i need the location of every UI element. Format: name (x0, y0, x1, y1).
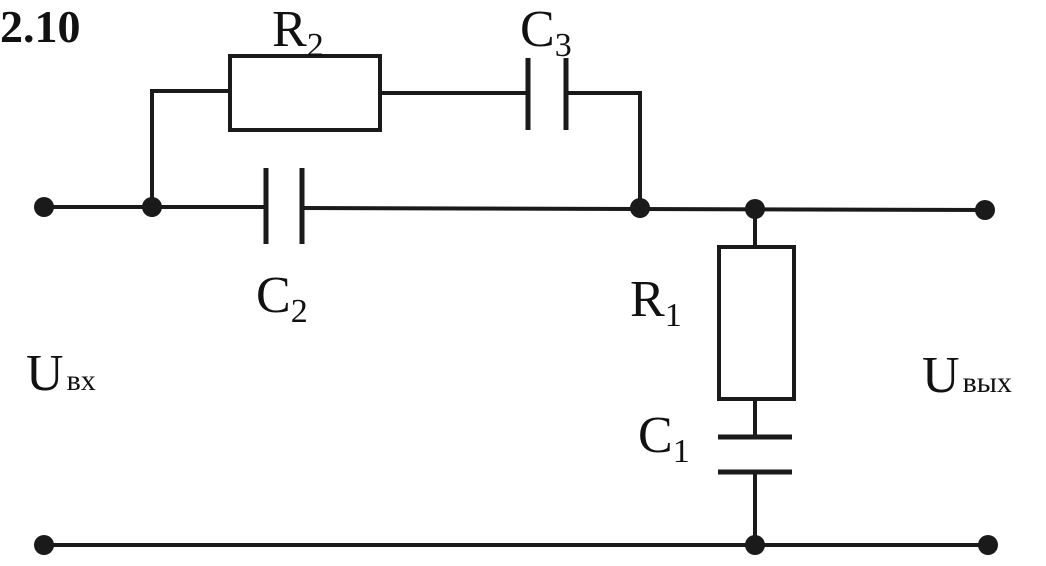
output-terminal-bottom (978, 535, 998, 555)
resistor-r2 (228, 54, 382, 132)
output-terminal-top (975, 200, 995, 220)
label-c1: C1 (638, 407, 690, 470)
label-c2: C2 (256, 267, 308, 330)
label-c3: C3 (520, 1, 572, 64)
junction-shunt-top (745, 199, 765, 219)
resistor-r1 (717, 245, 796, 401)
input-terminal-bottom (34, 535, 54, 555)
input-terminal-top (34, 197, 54, 217)
junction-shunt-bottom (745, 535, 765, 555)
junction-right (630, 198, 650, 218)
label-r1: R1 (630, 271, 682, 334)
junction-left (142, 197, 162, 217)
capacitor-c3 (525, 58, 569, 130)
label-r2: R2 (272, 1, 324, 64)
capacitor-c2 (263, 168, 305, 244)
capacitor-c1 (718, 434, 792, 475)
figure-number: 2.10 (0, 1, 81, 52)
